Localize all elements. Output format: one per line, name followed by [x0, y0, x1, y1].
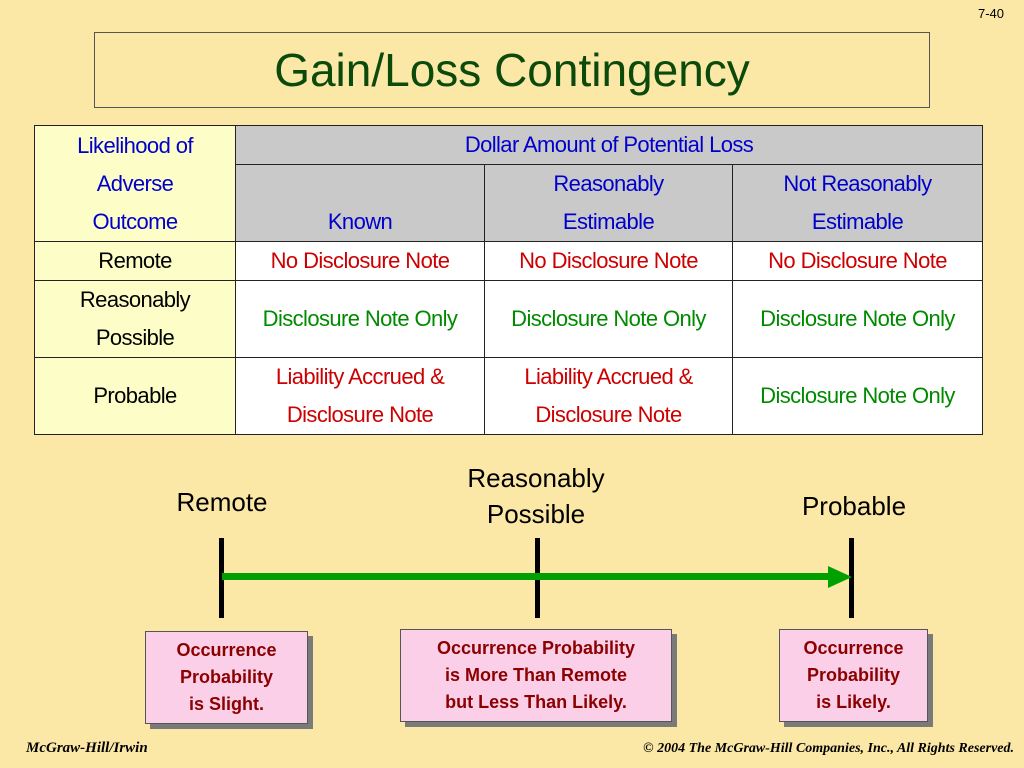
cell-text: Disclosure Note Only — [262, 306, 458, 331]
cell-text: No Disclosure Note — [270, 248, 450, 273]
table-row: Remote No Disclosure Note No Disclosure … — [34, 241, 983, 281]
row-label-probable: Probable — [34, 357, 236, 435]
table-header-row: Likelihood of Adverse Outcome Dollar Amo… — [34, 125, 983, 242]
scale-tick-remote — [219, 538, 224, 618]
table-cell: No Disclosure Note — [235, 241, 485, 281]
dollar-amount-header: Dollar Amount of Potential Loss — [235, 125, 983, 165]
table-cell: Liability Accrued & Disclosure Note — [484, 357, 733, 435]
row-label-remote: Remote — [34, 241, 236, 281]
table-cell: Disclosure Note Only — [484, 280, 733, 358]
slide-number: 7-40 — [977, 6, 1004, 21]
scale-label-line: Reasonably — [467, 463, 605, 493]
table-cell: Disclosure Note Only — [732, 280, 983, 358]
box-text-line: but Less Than Likely. — [445, 692, 627, 712]
box-text-line: is Slight. — [188, 694, 264, 714]
box-text-line: Occurrence Probability — [436, 638, 636, 658]
probability-box-slight: Occurrence Probability is Slight. — [145, 631, 308, 724]
cell-text: Disclosure Note — [535, 402, 682, 427]
box-text-line: Probability — [179, 667, 273, 687]
arrow-right-icon — [828, 566, 852, 588]
box-text-line: is More Than Remote — [444, 665, 627, 685]
box-text-line: is Likely. — [816, 692, 891, 712]
row-label-reasonably-possible: Reasonably Possible — [34, 280, 236, 358]
likelihood-header-line: Outcome — [92, 208, 178, 234]
probability-arrow-line — [222, 573, 832, 580]
footer-copyright: © 2004 The McGraw-Hill Companies, Inc., … — [643, 741, 1014, 756]
cell-text: Liability Accrued & — [275, 364, 445, 389]
cell-text: No Disclosure Note — [519, 248, 698, 273]
cell-text: Disclosure Note Only — [760, 306, 955, 331]
probability-box-likely: Occurrence Probability is Likely. — [779, 629, 928, 722]
likelihood-header: Likelihood of Adverse Outcome — [34, 125, 236, 242]
row-label: Probable — [93, 383, 177, 408]
row-label: Reasonably — [79, 287, 191, 312]
footer-publisher: McGraw-Hill/Irwin — [26, 740, 148, 756]
row-label: Remote — [98, 248, 172, 273]
probability-box-more-than-remote: Occurrence Probability is More Than Remo… — [400, 629, 672, 722]
col-header-label: Estimable — [811, 209, 904, 234]
row-label: Possible — [95, 325, 175, 350]
cell-text: Liability Accrued & — [524, 364, 693, 389]
likelihood-header-line: Adverse — [96, 170, 174, 196]
table-row: Probable Liability Accrued & Disclosure … — [34, 357, 983, 435]
box-text-line: Probability — [806, 665, 900, 685]
scale-label-line: Possible — [486, 499, 586, 529]
col-header-known: Known — [235, 164, 485, 242]
table-cell: No Disclosure Note — [484, 241, 733, 281]
table-cell: Disclosure Note Only — [235, 280, 485, 358]
col-header-label: Estimable — [562, 209, 655, 234]
col-header-estimable: Reasonably Estimable — [484, 164, 733, 242]
title-box: Gain/Loss Contingency — [94, 32, 930, 108]
col-header-label: Reasonably — [553, 171, 664, 196]
col-header-not-estimable: Not Reasonably Estimable — [732, 164, 983, 242]
box-text-line: Occurrence — [803, 638, 904, 658]
contingency-table: Likelihood of Adverse Outcome Dollar Amo… — [34, 125, 983, 435]
table-cell: Disclosure Note Only — [732, 357, 983, 435]
table-subheader-row: Known Reasonably Estimable Not Reasonabl… — [35, 164, 983, 242]
cell-text: No Disclosure Note — [768, 248, 947, 273]
box-text-line: Occurrence — [176, 640, 277, 660]
col-header-label: Known — [327, 209, 393, 234]
page-title: Gain/Loss Contingency — [274, 44, 750, 96]
scale-label-probable: Probable — [801, 491, 907, 521]
likelihood-header-line: Likelihood of — [77, 132, 193, 158]
table-cell: No Disclosure Note — [732, 241, 983, 281]
cell-text: Disclosure Note Only — [760, 383, 955, 408]
cell-text: Disclosure Note Only — [511, 306, 706, 331]
scale-label-remote: Remote — [176, 487, 268, 517]
table-cell: Liability Accrued & Disclosure Note — [235, 357, 485, 435]
scale-label-reasonably-possible: Reasonably Possible — [436, 460, 636, 532]
table-row: Reasonably Possible Disclosure Note Only… — [34, 280, 983, 358]
cell-text: Disclosure Note — [286, 402, 434, 427]
col-header-label: Not Reasonably — [783, 171, 932, 196]
